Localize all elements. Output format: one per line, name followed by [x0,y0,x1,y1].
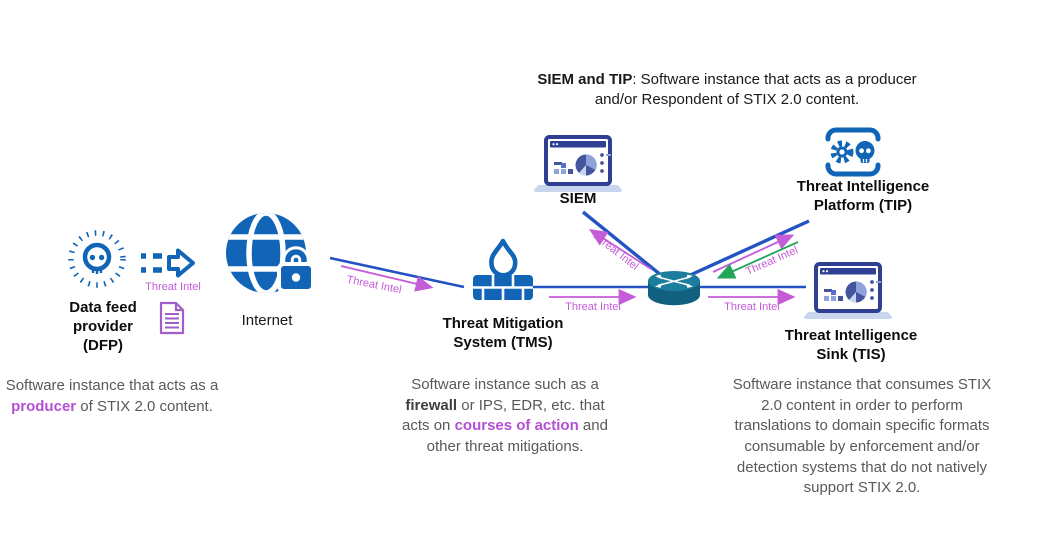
dashed-arrow-icon [141,248,195,278]
threat-intel-label-tms-router: Threat Intel [565,301,621,313]
threat-intel-flow-arrows [340,229,796,306]
tms-desc-accent: courses of action [454,417,579,435]
tms-desc-bold: firewall [405,396,458,414]
threat-intel-label-dfp: Threat Intel [145,281,201,293]
siem-label: SIEM [559,190,597,207]
tms-desc-text: or IPS, EDR, etc. that acts on [402,396,605,435]
tms-desc-text: Software instance such as a [411,376,599,393]
dfp-label: Data feed provider (DFP) [69,299,137,354]
internet-label: Internet [241,312,293,329]
globe-lock-icon [226,213,315,293]
gear-skull-icon [825,127,881,177]
siem-tip-note-lead: SIEM and TIP [537,71,633,88]
tis-label: Threat Intelligence Sink (TIS) [784,327,918,363]
router-icon [648,271,700,306]
lock-icon [277,246,315,293]
dfp-desc-text: of STIX 2.0 content. [76,397,213,415]
tms-desc-text: and other threat mitigations. [426,417,608,456]
siem-tip-note-body: : Software instance that acts as a produ… [594,71,917,109]
dfp-desc-text: Software instance that acts as a [5,377,219,394]
laptop-dashboard-icon [534,135,622,192]
dfp-description: Software instance that acts as a produce… [3,376,221,417]
dfp-desc-accent: producer [11,397,77,415]
tip-label: Threat Intelligence Platform (TIP) [796,178,930,214]
tis-description: Software instance that consumes STIX 2.0… [732,376,992,497]
skull-badge-icon [68,230,126,288]
siem-tip-note: SIEM and TIP: Software instance that act… [528,70,926,111]
document-icon [159,301,185,335]
firewall-icon [473,238,533,300]
tms-label: Threat Mitigation System (TMS) [442,315,564,351]
tip-response-arrow [716,241,799,279]
network-links [329,210,810,289]
threat-intel-label-router-tis: Threat Intel [724,301,780,313]
tms-description: Software instance such as a firewall or … [396,375,614,458]
laptop-dashboard-icon [804,262,892,319]
